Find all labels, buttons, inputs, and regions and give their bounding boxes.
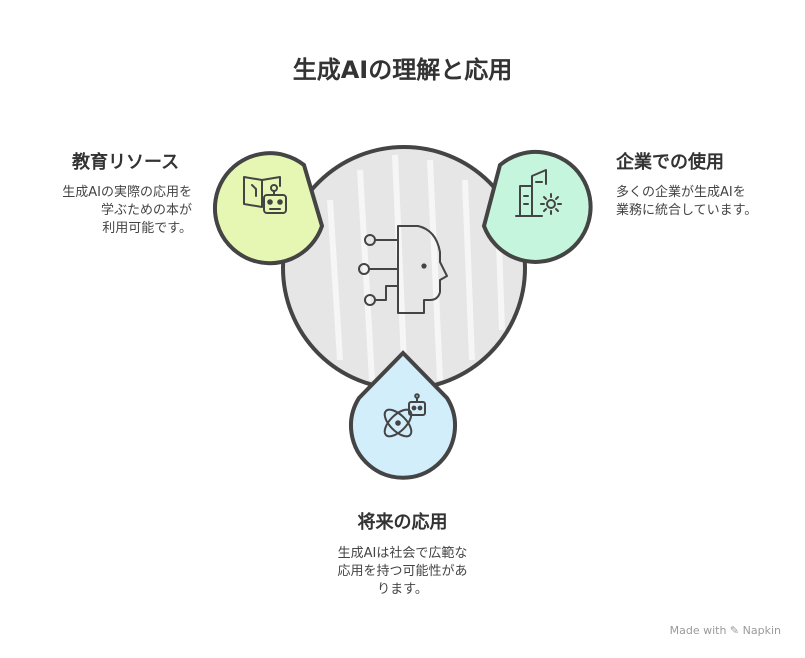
enterprise-line: 多くの企業が生成AIを — [616, 185, 746, 200]
atom-robot-icon — [383, 393, 426, 438]
enterprise-description: 多くの企業が生成AIを 業務に統合しています。 — [616, 184, 757, 220]
napkin-credit: Made with ✎ Napkin — [669, 624, 781, 637]
future-drop — [349, 350, 457, 480]
future-line: 生成AIは社会で広範な — [337, 546, 468, 561]
education-line: 生成AIの実際の応用を — [62, 185, 192, 200]
future-heading: 将来の応用 — [357, 512, 448, 533]
future-line: ります。 — [377, 582, 428, 597]
education-heading: 教育リソース — [72, 152, 180, 173]
education-drop — [212, 151, 325, 266]
education-line: 利用可能です。 — [102, 221, 192, 236]
future-description: 生成AIは社会で広範な 応用を持つ可能性があ ります。 — [0, 545, 805, 599]
ai-head-icon — [358, 225, 448, 314]
education-description: 生成AIの実際の応用を 学ぶための本が 利用可能です。 — [62, 184, 192, 238]
book-robot-icon — [243, 176, 287, 214]
education-line: 学ぶための本が — [100, 203, 192, 218]
diagram-title: 生成AIの理解と応用 — [292, 56, 513, 84]
building-gear-icon — [515, 169, 562, 217]
future-line: 応用を持つ可能性があ — [337, 564, 468, 579]
enterprise-drop — [481, 149, 593, 264]
enterprise-heading: 企業での使用 — [616, 152, 724, 173]
enterprise-line: 業務に統合しています。 — [616, 203, 758, 218]
